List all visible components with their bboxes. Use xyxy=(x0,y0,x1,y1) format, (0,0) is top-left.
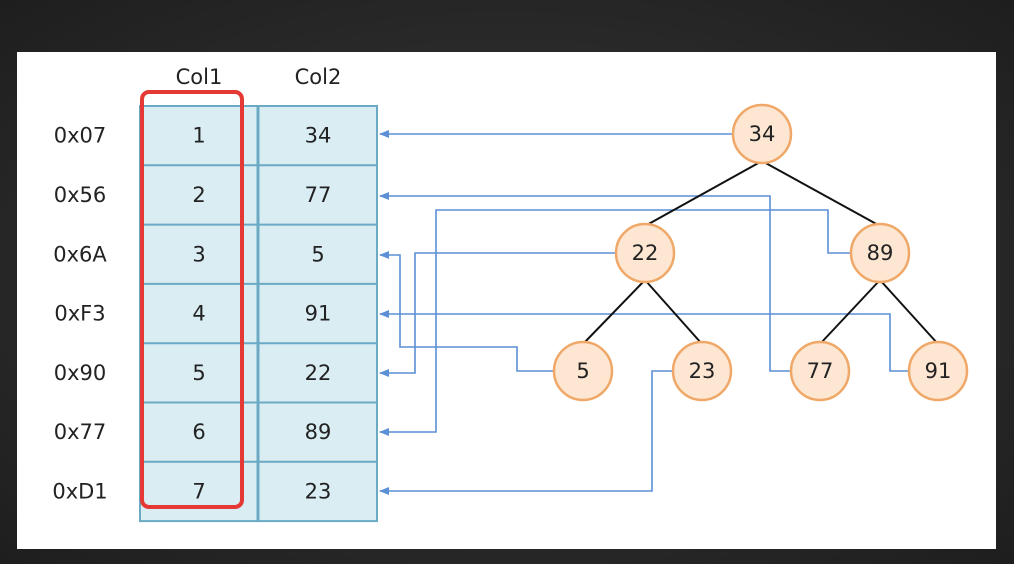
tree-node-label: 91 xyxy=(925,359,952,383)
col1-cell: 5 xyxy=(192,361,205,385)
tree-node-23 xyxy=(671,340,733,402)
col2-cell: 5 xyxy=(311,242,324,266)
tree-node-5 xyxy=(552,340,614,402)
col2-cell: 22 xyxy=(305,361,332,385)
row-address: 0x77 xyxy=(54,420,107,444)
index-table: Col1 Col2 0x07 1 34 0x56 2 77 0x6A 3 5 0xF3 4 91 0x90 5… xyxy=(52,65,378,523)
col2-cell: 89 xyxy=(305,420,332,444)
tree-node-label: 89 xyxy=(867,241,894,265)
tree-node-label: 22 xyxy=(632,241,659,265)
tree-node-label: 23 xyxy=(689,359,716,383)
col1-cell: 2 xyxy=(192,183,205,207)
pointer-arrow-91 xyxy=(379,310,909,372)
tree-edge xyxy=(644,160,763,227)
tree-node-22 xyxy=(614,222,676,284)
tree-node-label: 77 xyxy=(807,359,834,383)
tree-edge xyxy=(819,279,881,345)
column-header-1: Col1 xyxy=(176,65,223,89)
binary-tree: 34 22 89 5 23 77 91 xyxy=(552,103,969,402)
col2-cell: 91 xyxy=(305,302,332,326)
pointer-arrow-5 xyxy=(379,251,554,372)
pointer-arrow-22 xyxy=(379,252,616,377)
col2-cell: 77 xyxy=(305,183,332,207)
pointer-arrow-77 xyxy=(379,192,791,372)
row-address: 0x07 xyxy=(54,124,107,148)
tree-edge xyxy=(582,279,646,345)
row-address: 0x6A xyxy=(53,242,107,266)
column-header-2: Col2 xyxy=(295,65,342,89)
tree-edge xyxy=(761,160,881,227)
tree-edge xyxy=(644,279,703,345)
tree-node-91 xyxy=(907,340,969,402)
tree-node-77 xyxy=(789,340,851,402)
pointer-arrow-89 xyxy=(379,209,851,436)
col1-cell: 3 xyxy=(192,242,205,266)
tree-node-label: 5 xyxy=(576,359,589,383)
col1-cell: 7 xyxy=(192,479,205,503)
col1-cell: 4 xyxy=(192,302,205,326)
tree-node-34 xyxy=(731,103,793,165)
row-address: 0xD1 xyxy=(52,479,107,503)
col1-cell: 1 xyxy=(192,124,205,148)
col1-cell: 6 xyxy=(192,420,205,444)
col1-highlight-box xyxy=(140,90,244,509)
pointer-arrows xyxy=(379,130,909,495)
col2-cell: 23 xyxy=(305,479,332,503)
row-address: 0x56 xyxy=(54,183,107,207)
tree-node-label: 34 xyxy=(749,122,776,146)
pointer-arrow-23 xyxy=(379,370,673,495)
tree-node-89 xyxy=(849,222,911,284)
col2-cell: 34 xyxy=(305,124,332,148)
row-address: 0x90 xyxy=(54,361,107,385)
tree-edge xyxy=(879,279,939,345)
row-address: 0xF3 xyxy=(54,302,105,326)
